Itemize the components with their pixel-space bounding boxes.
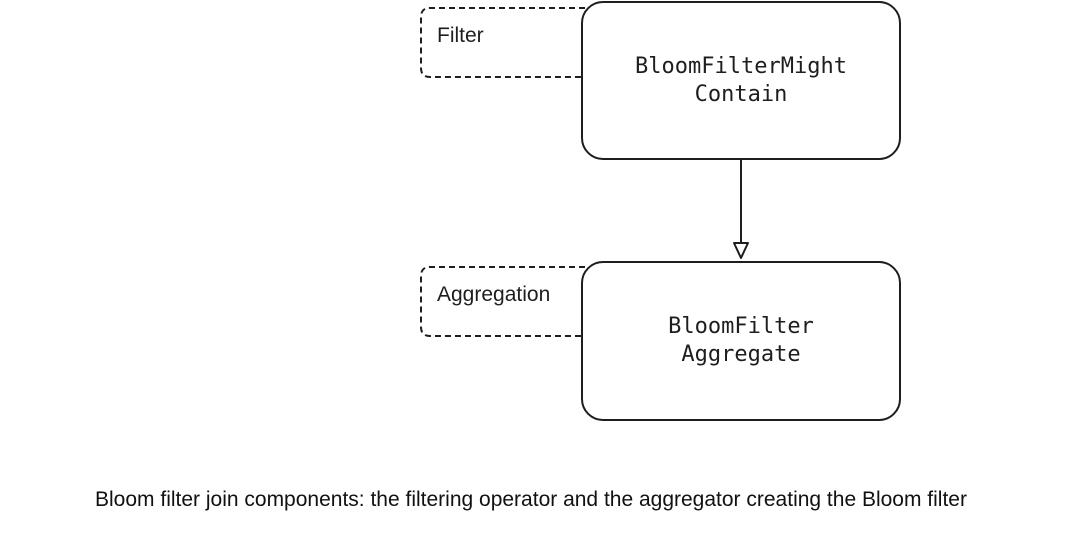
bloom-filter-aggregate-label: BloomFilter Aggregate bbox=[668, 314, 814, 367]
filter-tag-bracket bbox=[420, 7, 585, 78]
bloom-filter-might-contain-node[interactable]: BloomFilterMight Contain bbox=[581, 1, 901, 160]
aggregation-tag-label: Aggregation bbox=[437, 283, 551, 306]
edge-arrowhead bbox=[733, 242, 749, 259]
figure-caption: Bloom filter join components: the filter… bbox=[95, 488, 967, 511]
aggregation-tag-bracket bbox=[420, 266, 585, 337]
filter-tag-label: Filter bbox=[437, 24, 484, 47]
bloom-filter-aggregate-node[interactable]: BloomFilter Aggregate bbox=[581, 261, 901, 421]
bloom-filter-might-contain-label: BloomFilterMight Contain bbox=[635, 53, 847, 107]
